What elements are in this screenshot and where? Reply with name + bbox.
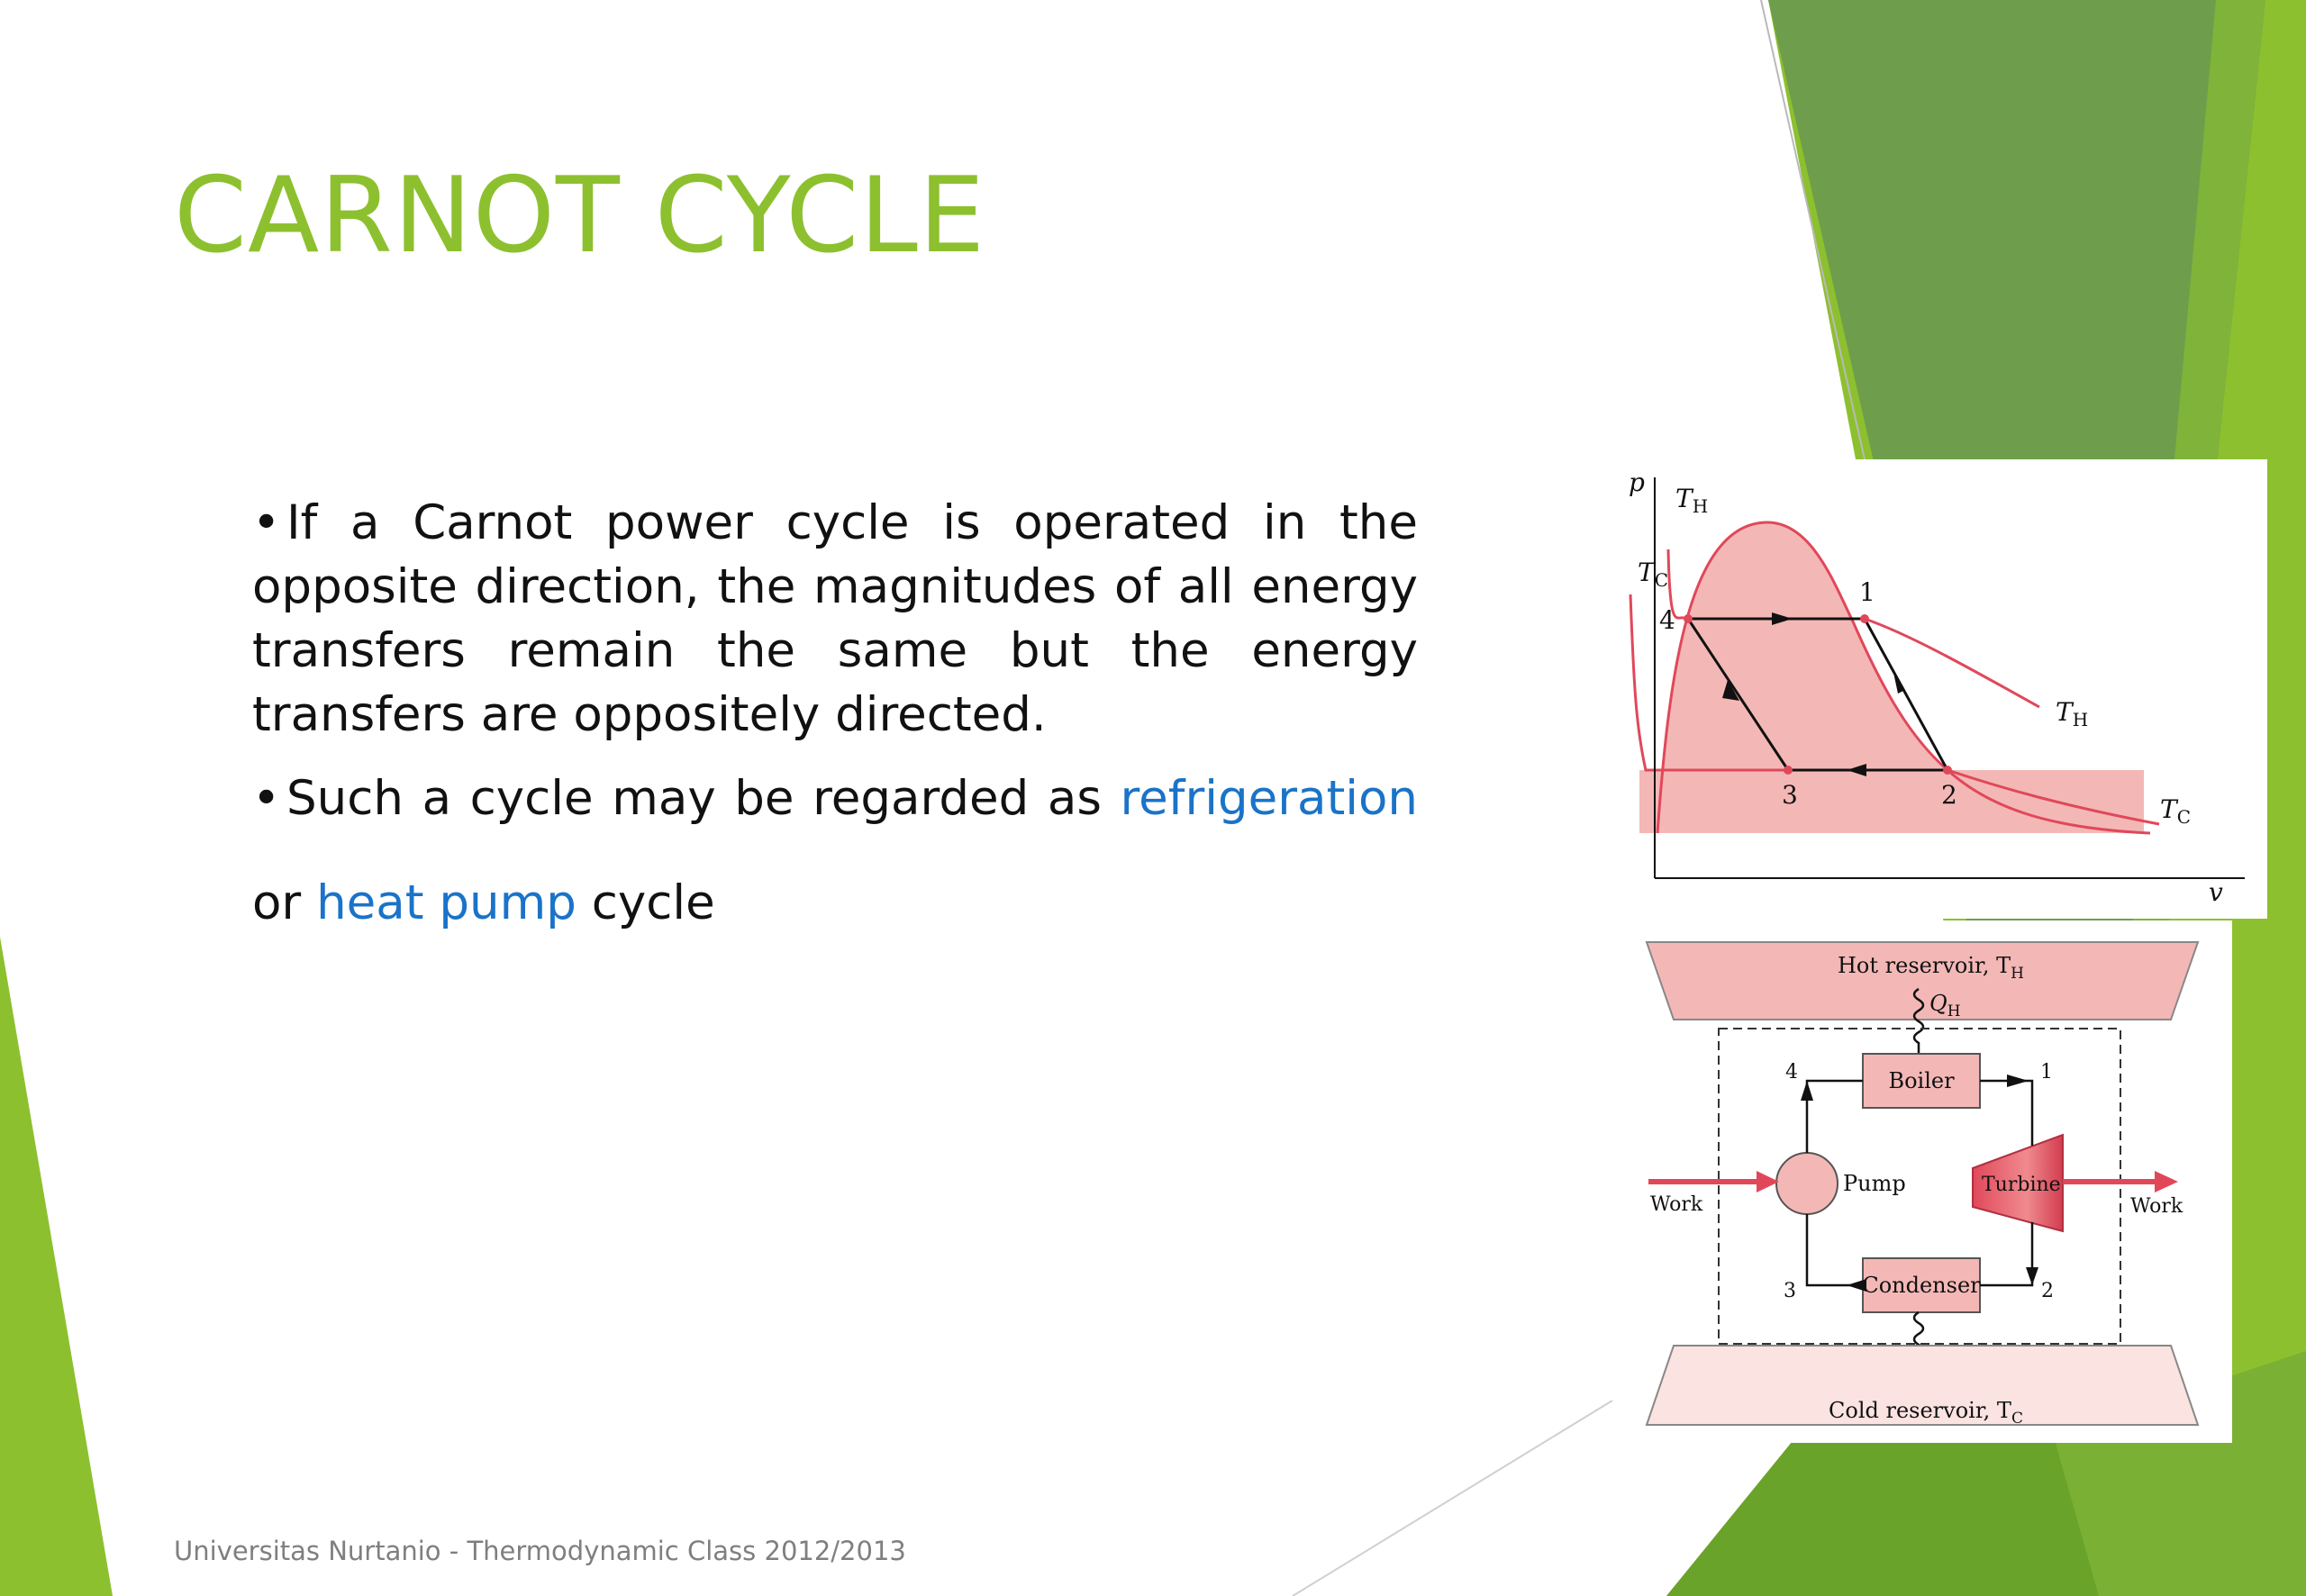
two-phase-region [1657,522,2150,833]
bullet-2-line2-prefix: or [252,875,317,930]
state-point-2 [1943,766,1952,775]
cycle-3-4 [1686,618,1790,771]
highlight-refrigeration: refrigeration [1120,771,1418,826]
state-label-3: 3 [1782,780,1798,810]
cold-reservoir [1645,1345,2200,1426]
cycle-4-1-arrow [1772,612,1793,625]
highlight-heat-pump: heat pump [316,875,576,930]
bg-green-left [0,937,113,1596]
cycle-1-2 [1863,618,1949,771]
tc-label-top-T: T [1638,558,1657,587]
bullet-1-line-3: transfers remain the same but the energy [252,623,1418,678]
state-point-1 [1860,614,1869,623]
arrow-1 [2007,1075,2029,1087]
condenser-label: Condenser [1862,1273,1981,1298]
th-label-right: TH [2056,697,2088,730]
bullet-2-line-2: or heat pump cycle [252,871,1418,935]
pipe-boiler-to-turbine [1980,1079,2034,1146]
tc-label-right-T: T [2160,794,2179,824]
pump-label: Pump [1843,1171,1906,1196]
bullet-2: •Such a cycle may be regarded as refrige… [252,766,1418,935]
bullet-2-line-1: •Such a cycle may be regarded as refrige… [252,766,1418,830]
hot-reservoir-label: Hot reservoir, TH [1838,953,2024,983]
cycle-3-4-arrow [1722,680,1739,701]
th-label-top-sub: H [1693,495,1708,517]
bullet-1-line-4: transfers are oppositely directed. [252,687,1047,742]
bullet-dot: • [252,771,281,826]
arrow-2 [2026,1267,2038,1285]
bullet-1: •If a Carnot power cycle is operated in … [252,491,1418,747]
bullet-1-text-1: If a Carnot power cycle is operated in t… [286,495,1418,550]
arrow-4 [1801,1081,1813,1101]
pump [1775,1152,1838,1215]
th-label-right-sub: H [2073,709,2088,730]
qh-label: QH [1929,991,1961,1020]
tc-label-right-sub: C [2177,806,2191,828]
bg-green-bottom-dark [1666,1405,2099,1596]
state-label-2: 2 [1941,780,1957,810]
tc-label-top-sub: C [1655,569,1668,591]
work-in-arrowhead [1757,1171,1779,1192]
boiler [1862,1053,1981,1109]
bg-thin-line-top [1760,0,1866,460]
pv-diagram-figure: p v TH TC TH TC 1 2 3 4 [1614,459,2267,919]
th-label-top-T: T [1675,484,1694,513]
tc-label-top: TC [1638,558,1668,591]
cold-reservoir-sub: C [2011,1410,2023,1428]
slide-footer: Universitas Nurtanio - Thermodynamic Cla… [174,1536,906,1566]
bullet-dot: • [252,495,281,550]
tc-label-right: TC [2160,794,2191,828]
qh-text: Q [1929,991,1947,1016]
bullet-1-line-1: •If a Carnot power cycle is operated in … [252,491,1418,555]
pipe-condenser-to-pump [1805,1214,1863,1287]
node-label-1: 1 [2040,1061,2053,1084]
bullet-2-line2-suffix: cycle [576,875,715,930]
arrow-3 [1847,1279,1866,1292]
bullet-2-prefix: Such a cycle may be regarded as [286,771,1121,826]
state-label-1: 1 [1859,577,1875,607]
work-out-arrowhead [2155,1171,2178,1192]
state-point-4 [1684,614,1693,623]
bg-thin-line-bottom [1292,1400,1613,1596]
slide-title: CARNOT CYCLE [174,155,986,277]
work-out-label: Work [2130,1195,2183,1218]
bullet-1-line-2: opposite direction, the magnitudes of al… [252,559,1418,614]
node-label-2: 2 [2041,1280,2054,1302]
condenser [1862,1257,1981,1313]
qh-heat-flow [1912,987,1925,1074]
cycle-1-2-arrow [1893,668,1905,694]
cold-reservoir-text: Cold reservoir, T [1829,1398,2011,1423]
plant-schematic-figure: Hot reservoir, TH QH Boiler Condenser Pu… [1639,920,2232,1443]
plant-schematic-svg: Hot reservoir, TH QH Boiler Condenser Pu… [1639,920,2232,1443]
work-in-label: Work [1650,1193,1703,1216]
hot-reservoir-text: Hot reservoir, T [1838,953,2011,978]
state-label-4: 4 [1659,605,1675,635]
turbine-label: Turbine [1982,1174,2061,1196]
saturation-dome [1656,521,2151,835]
th-label-top: TH [1675,484,1708,517]
turbine [1972,1133,2064,1233]
cycle-2-3-arrow [1847,764,1866,776]
hot-reservoir-sub: H [2011,965,2024,983]
node-label-4: 4 [1785,1061,1798,1084]
axis-label-v: v [2209,877,2223,907]
pv-diagram-svg: p v TH TC TH TC 1 2 3 4 [1614,459,2267,919]
state-point-3 [1784,766,1793,775]
boiler-label: Boiler [1888,1068,1955,1093]
control-volume-boundary [1718,1028,2121,1345]
axis-label-p: p [1629,467,1645,497]
node-label-3: 3 [1784,1280,1796,1302]
th-label-right-T: T [2056,697,2074,727]
hot-reservoir [1645,941,2200,1020]
qh-sub: H [1947,1002,1961,1020]
cold-reservoir-label: Cold reservoir, TC [1829,1398,2023,1428]
slide-body: •If a Carnot power cycle is operated in … [252,491,1418,935]
